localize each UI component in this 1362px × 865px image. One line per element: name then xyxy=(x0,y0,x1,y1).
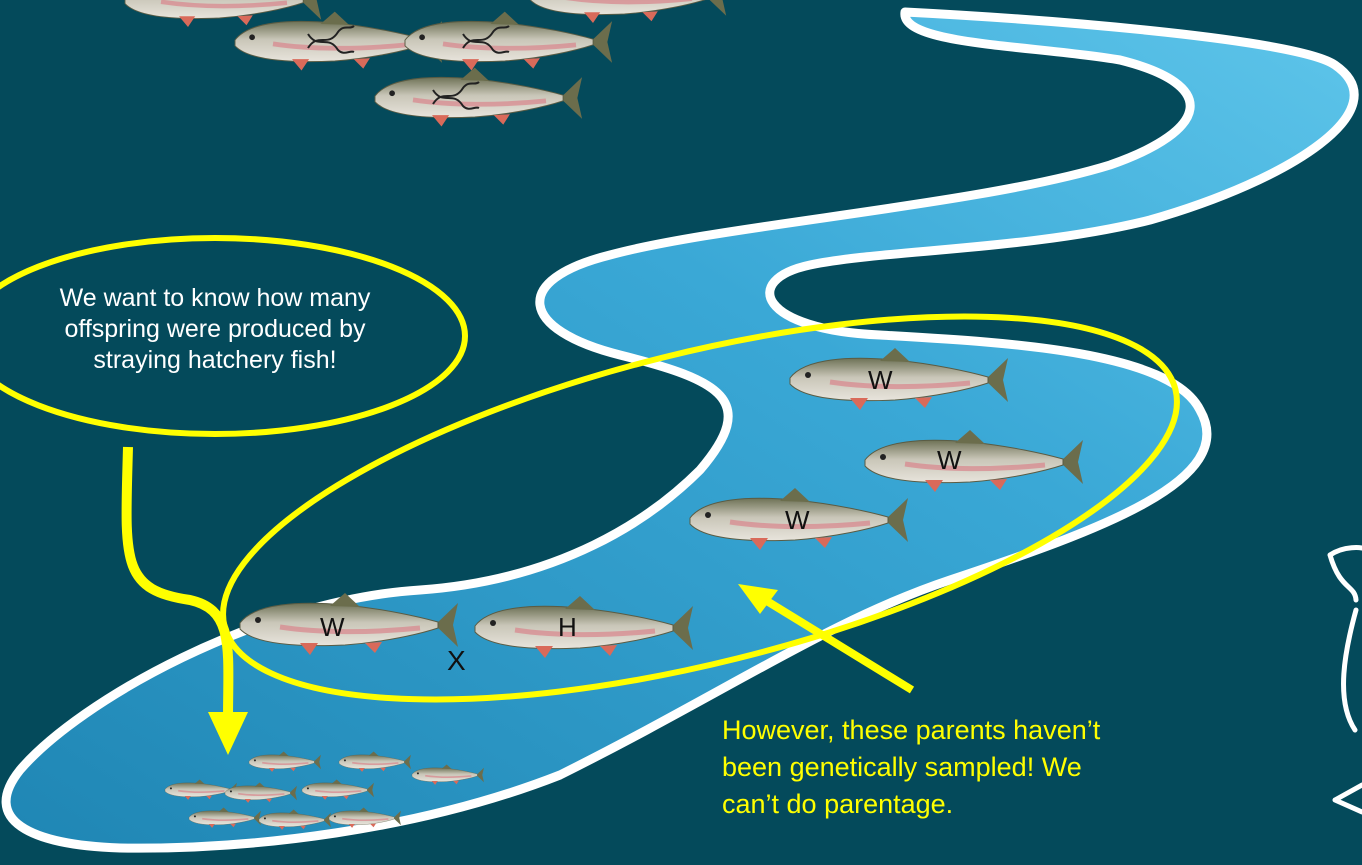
hatchery-label: H xyxy=(558,612,577,643)
note-line: can’t do parentage. xyxy=(722,786,1172,823)
wild-label: W xyxy=(785,505,810,536)
parentage-note: However, these parents haven’t been gene… xyxy=(722,712,1172,823)
hatchery-fish xyxy=(405,12,612,71)
note-line: However, these parents haven’t xyxy=(722,712,1172,749)
speech-line: We want to know how many xyxy=(0,283,450,314)
speech-line: offspring were produced by xyxy=(0,314,450,345)
hatchery-fish xyxy=(375,68,582,127)
speech-line: straying hatchery fish! xyxy=(0,345,450,376)
wild-label: W xyxy=(320,612,345,643)
hatchery-fish xyxy=(530,0,726,23)
wild-label: W xyxy=(868,365,893,396)
wild-label: W xyxy=(937,445,962,476)
speech-bubble-text: We want to know how many offspring were … xyxy=(0,283,450,376)
hatchery-fish-group xyxy=(125,0,726,127)
note-line: been genetically sampled! We xyxy=(722,749,1172,786)
cross-symbol: X xyxy=(447,645,466,677)
figure-doodle xyxy=(1330,548,1362,812)
